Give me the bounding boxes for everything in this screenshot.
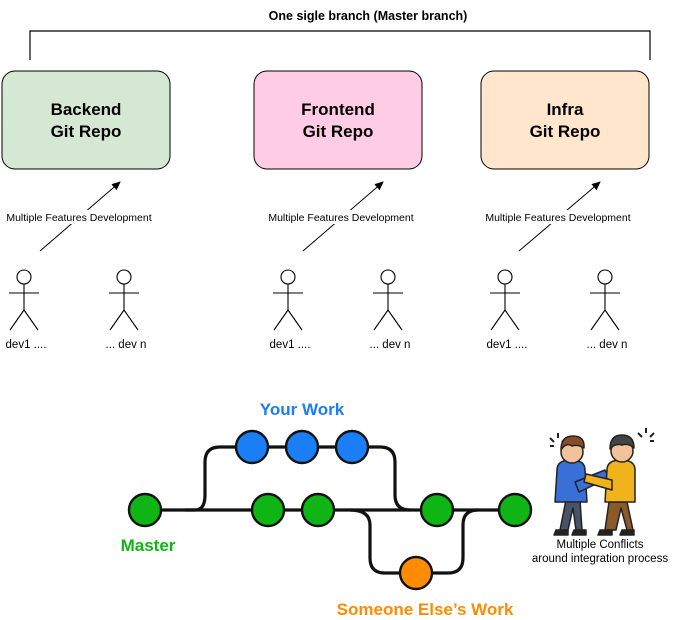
commit-master-merge [419, 492, 455, 528]
feature-label-infra: Multiple Features Development [485, 212, 630, 224]
repo-box-backend [1, 70, 171, 170]
commit-your-work [234, 429, 270, 465]
feature-label-frontend: Multiple Features Development [268, 212, 413, 224]
repo-infra: Infra Git Repo [480, 70, 650, 170]
repo-box-infra [480, 70, 650, 170]
dev-first-backend: dev1 .... [6, 339, 47, 351]
repo-frontend: Frontend Git Repo [253, 70, 423, 170]
commit-your-work [334, 429, 370, 465]
conflict-note-line1: Multiple Conflicts [557, 539, 644, 551]
label-your-work: Your Work [260, 400, 345, 419]
developer-icon [273, 269, 303, 331]
developer-icon [9, 269, 39, 331]
commit-someone-else [398, 555, 434, 591]
developer-icon [490, 269, 520, 331]
git-commits [127, 429, 533, 591]
repo-subtitle-backend: Git Repo [51, 122, 122, 141]
dev-last-backend: ... dev n [106, 339, 147, 351]
dev-last-infra: ... dev n [587, 339, 628, 351]
branch-title: One sigle branch (Master branch) [269, 9, 468, 23]
repo-title-frontend: Frontend [301, 100, 375, 119]
people-arguing-icon [549, 428, 655, 536]
repo-backend: Backend Git Repo [1, 70, 171, 170]
commit-master-start [127, 492, 163, 528]
commit-master [250, 492, 286, 528]
commit-master [300, 492, 336, 528]
repo-title-backend: Backend [51, 100, 122, 119]
repo-title-infra: Infra [547, 100, 584, 119]
label-someone-else: Someone Else’s Work [337, 600, 514, 619]
commit-master-end [497, 492, 533, 528]
dev-first-infra: dev1 .... [487, 339, 528, 351]
conflict-note-line2: around integration process [532, 553, 668, 565]
repo-subtitle-frontend: Git Repo [303, 122, 374, 141]
developer-icon [109, 269, 139, 331]
dev-first-frontend: dev1 .... [270, 339, 311, 351]
commit-your-work [284, 429, 320, 465]
dev-last-frontend: ... dev n [370, 339, 411, 351]
repo-subtitle-infra: Git Repo [530, 122, 601, 141]
label-master: Master [121, 536, 176, 555]
developer-icon [590, 269, 620, 331]
feature-label-backend: Multiple Features Development [6, 212, 151, 224]
repo-box-frontend [253, 70, 423, 170]
developer-icon [373, 269, 403, 331]
branch-bracket [29, 30, 651, 60]
